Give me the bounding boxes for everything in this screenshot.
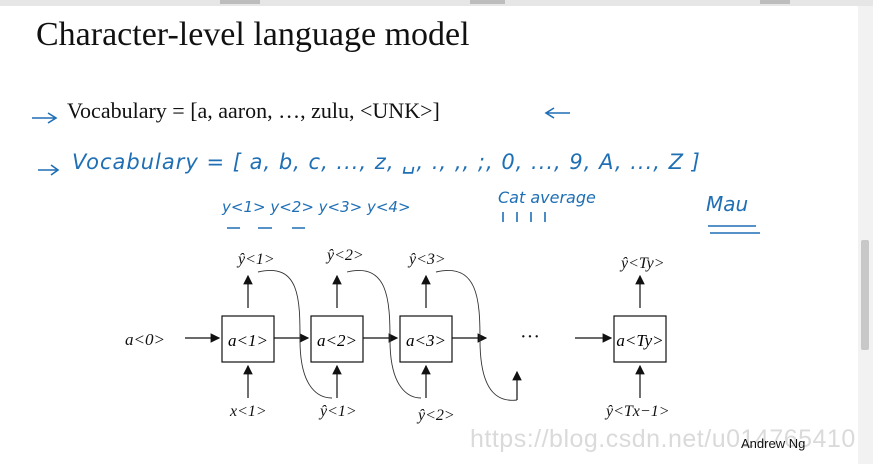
rnn-cell-3: a<3> — [399, 315, 453, 363]
input-1-label: x<1> — [229, 403, 267, 420]
handwritten-cat-average: Cat average — [498, 188, 596, 207]
rnn-cell-1: a<1> — [221, 315, 275, 363]
rnn-cell-2: a<2> — [310, 315, 364, 363]
handwritten-mau: Mau — [706, 192, 749, 216]
output-2-label: ŷ<2> — [325, 247, 364, 264]
vocabulary-line: Vocabulary = [a, aaron, …, zulu, <UNK>] — [67, 98, 440, 123]
cell-1-label: a<1> — [228, 331, 268, 350]
scrollbar-thumb[interactable] — [861, 240, 869, 350]
slide-title: Character-level language model — [36, 16, 470, 53]
ellipsis: ··· — [520, 326, 540, 348]
slide-canvas — [0, 6, 858, 458]
a0-label: a<0> — [125, 330, 165, 349]
cell-ty-label: a<Ty> — [616, 331, 663, 350]
handwritten-y-sequence: y<1> y<2> y<3> y<4> — [222, 198, 411, 216]
input-ty-label: ŷ<Tx−1> — [604, 403, 670, 420]
handwritten-vocabulary: Vocabulary = [ a, b, c, ..., z, ␣, ., ,,… — [72, 150, 701, 174]
rnn-cell-ty: a<Ty> — [613, 315, 667, 363]
input-3-label: ŷ<2> — [416, 407, 455, 424]
input-2-label: ŷ<1> — [318, 403, 357, 420]
author-credit: Andrew Ng — [741, 436, 806, 451]
output-1-label: ŷ<1> — [236, 251, 275, 268]
vertical-scrollbar[interactable] — [858, 6, 873, 464]
feedback-curves — [257, 269, 518, 401]
cell-2-label: a<2> — [317, 331, 357, 350]
window-top-border — [0, 0, 873, 6]
handwritten-arrows — [32, 107, 760, 234]
output-3-label: ŷ<3> — [407, 251, 446, 268]
output-ty-label: ŷ<Ty> — [619, 255, 665, 272]
cell-3-label: a<3> — [406, 331, 446, 350]
watermark: https://blog.csdn.net/u014765410 — [470, 425, 856, 453]
